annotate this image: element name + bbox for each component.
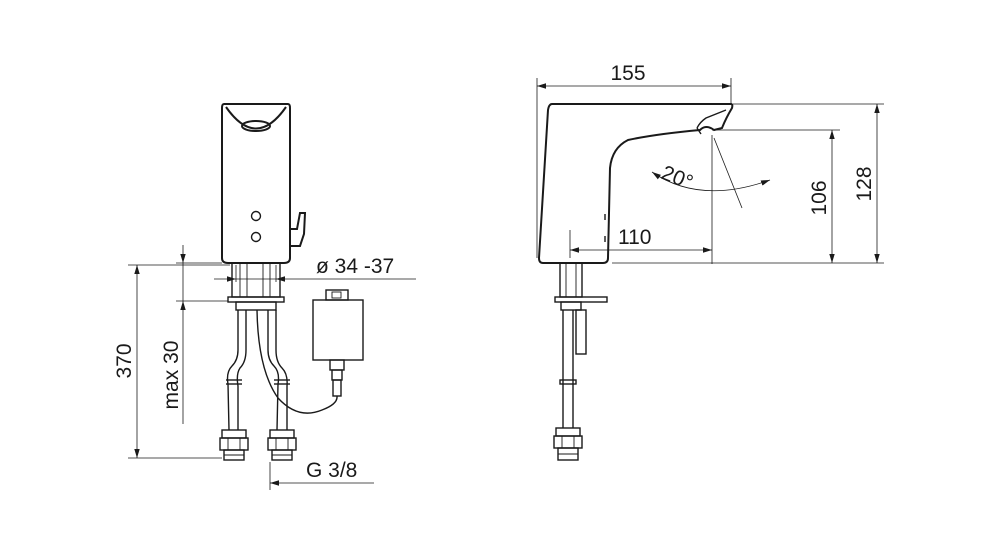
front-mounting-plate bbox=[227, 296, 285, 303]
front-aerator bbox=[225, 106, 287, 130]
front-lever bbox=[289, 212, 307, 247]
front-view: 370 max 30 ø 34 -37 G 3/8 bbox=[113, 103, 416, 490]
front-sensor-upper bbox=[250, 210, 262, 222]
dim-106-label: 106 bbox=[808, 180, 831, 215]
front-hose-right bbox=[267, 310, 280, 431]
dim-diameter-label: ø 34 -37 bbox=[316, 255, 394, 278]
front-nut-left bbox=[219, 429, 249, 461]
front-hose-left bbox=[226, 310, 239, 431]
side-mounting-plate bbox=[554, 296, 608, 303]
front-aerator-ring bbox=[241, 120, 271, 132]
side-pipe bbox=[575, 309, 587, 355]
side-view: 155 110 106 128 20° bbox=[536, 62, 884, 461]
side-faucet-body bbox=[537, 103, 734, 264]
front-cable bbox=[256, 309, 338, 414]
front-shank bbox=[231, 262, 281, 298]
side-shank bbox=[559, 262, 583, 298]
front-nut-right bbox=[267, 429, 297, 461]
dim-110-label: 110 bbox=[618, 226, 651, 249]
front-faucet-body bbox=[221, 103, 291, 264]
dim-angle-label: 20° bbox=[658, 161, 696, 194]
dim-155-label: 155 bbox=[610, 62, 645, 85]
dim-370-label: 370 bbox=[113, 343, 136, 378]
side-nut bbox=[553, 427, 583, 461]
dim-thread-label: G 3/8 bbox=[306, 459, 357, 482]
front-sensor-lower bbox=[250, 231, 262, 243]
front-control-box bbox=[312, 289, 364, 397]
dim-128-label: 128 bbox=[853, 166, 876, 201]
dim-max30-label: max 30 bbox=[160, 341, 183, 410]
angle-arc bbox=[651, 171, 771, 192]
